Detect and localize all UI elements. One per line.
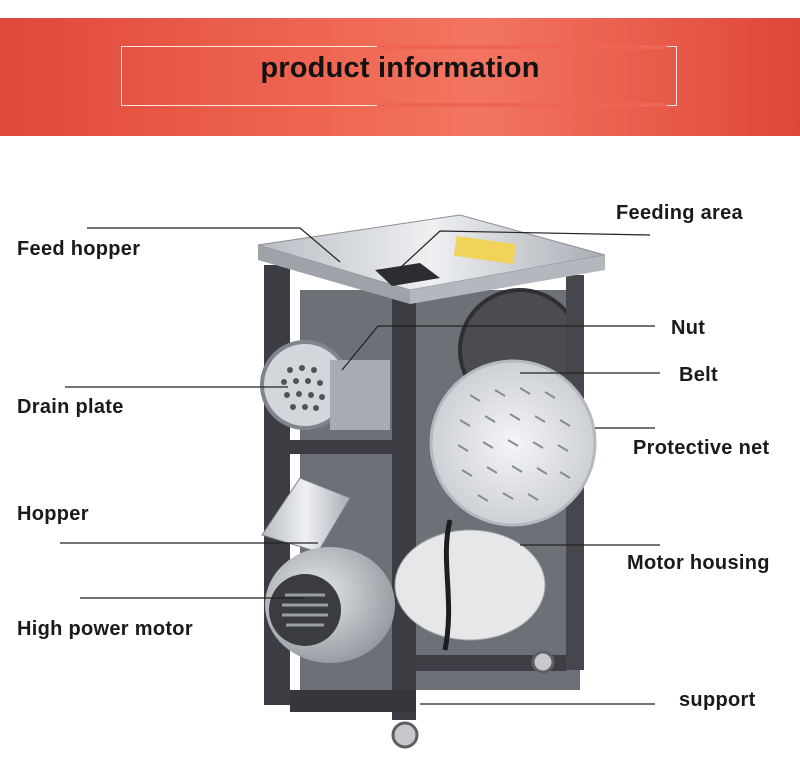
label-motor-housing: Motor housing (627, 552, 770, 574)
page-title: product information (260, 52, 540, 84)
grinder-body (330, 360, 390, 430)
frame-middle-rail (290, 440, 416, 454)
header-banner: product information (0, 18, 800, 136)
label-belt: Belt (679, 364, 718, 386)
leader-lines (60, 227, 660, 705)
feeding-opening (375, 263, 440, 286)
label-drain-plate: Drain plate (17, 396, 124, 418)
warning-sticker (453, 235, 517, 265)
label-nut: Nut (671, 317, 706, 339)
frame-bottom-rail (290, 690, 416, 712)
banner-frame-gap-top (377, 45, 667, 49)
label-support: support (679, 689, 756, 711)
banner-frame-gap-bottom (377, 103, 667, 107)
leader-feed-hopper (87, 227, 341, 263)
label-feed-hopper: Feed hopper (17, 238, 141, 260)
leader-feeding-area (399, 230, 651, 269)
protective-net-slots (457, 387, 571, 502)
label-protective-net: Protective net (633, 437, 770, 459)
top-plate-edge-right (410, 255, 605, 304)
frame-bottom-rail-back (416, 655, 566, 671)
motor-housing (394, 529, 546, 641)
wheel-front-left (391, 721, 419, 749)
wheel-back-right (531, 650, 555, 674)
drain-plate-holes (281, 365, 325, 411)
motor-fan-grill (282, 593, 328, 627)
motor-cable (442, 519, 453, 651)
leader-nut (341, 325, 655, 371)
label-feeding-area: Feeding area (616, 202, 743, 224)
top-plate-edge (258, 245, 410, 304)
hopper-chute (261, 477, 351, 553)
motor-fan-cover (269, 574, 341, 646)
label-high-power-motor: High power motor (17, 618, 193, 640)
label-hopper: Hopper (17, 503, 89, 525)
frame-leg-front-right (392, 290, 416, 720)
banner-frame (121, 45, 677, 107)
